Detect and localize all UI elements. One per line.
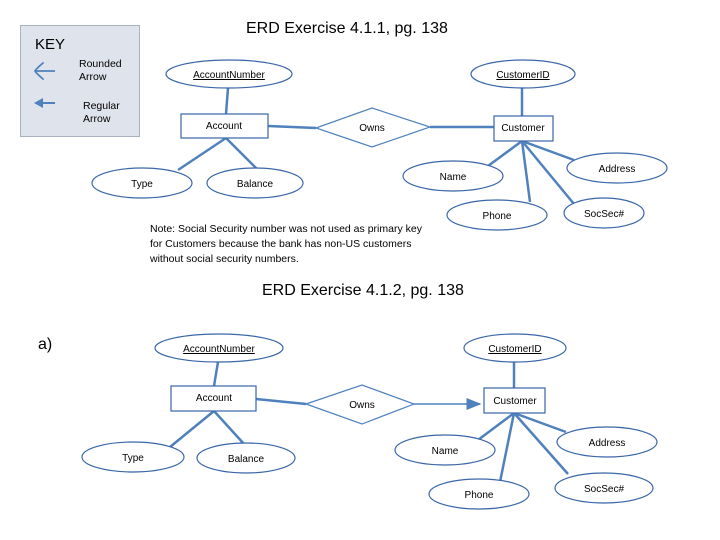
connector2-accountnumber-account bbox=[212, 361, 220, 387]
attribute-balance: Balance bbox=[206, 167, 304, 199]
attribute2-balance: Balance bbox=[196, 442, 296, 474]
attribute-accountnumber-label: AccountNumber bbox=[193, 70, 265, 81]
entity2-account-label: Account bbox=[196, 393, 232, 404]
attribute-type: Type bbox=[91, 167, 193, 199]
connector-customer-socsec bbox=[521, 140, 575, 205]
connector2-customer-socsec bbox=[513, 412, 569, 475]
attribute2-customerid-label: CustomerID bbox=[488, 344, 541, 355]
entity-account-label: Account bbox=[206, 121, 242, 132]
attribute2-type-label: Type bbox=[122, 453, 144, 464]
diagram-2-title: ERD Exercise 4.1.2, pg. 138 bbox=[262, 282, 464, 299]
connector2-customer-address bbox=[513, 411, 567, 434]
connector2-customer-name bbox=[477, 412, 515, 441]
rounded-arrow-icon bbox=[33, 62, 55, 80]
key-icons bbox=[33, 62, 55, 108]
attribute2-phone: Phone bbox=[428, 478, 530, 510]
regular-arrow-icon bbox=[34, 98, 55, 108]
attribute2-name-label: Name bbox=[432, 446, 459, 457]
attribute-address: Address bbox=[566, 152, 668, 184]
relationship-owns-label: Owns bbox=[359, 123, 385, 134]
attribute-type-label: Type bbox=[131, 179, 153, 190]
attribute2-accountnumber-label: AccountNumber bbox=[183, 344, 255, 355]
relationship2-owns: Owns bbox=[304, 384, 416, 425]
attribute-customerid: CustomerID bbox=[470, 59, 576, 89]
connector-account-balance bbox=[225, 137, 259, 171]
attribute-name: Name bbox=[402, 160, 504, 192]
attribute-socsec: SocSec# bbox=[563, 197, 645, 229]
part-label: a) bbox=[38, 336, 53, 353]
relationship-owns: Owns bbox=[314, 107, 432, 148]
attribute2-accountnumber: AccountNumber bbox=[154, 333, 284, 363]
key-box: KEY Rounded Arrow Regular Arrow bbox=[20, 25, 140, 137]
attribute-accountnumber: AccountNumber bbox=[165, 59, 293, 89]
connector-customer-name bbox=[487, 139, 523, 168]
attribute-name-label: Name bbox=[440, 172, 467, 183]
diagram-2: Account Customer Owns AccountNumber Type… bbox=[81, 333, 658, 510]
attribute2-socsec-label: SocSec# bbox=[584, 484, 624, 495]
key-label-regular-arrow: Regular Arrow bbox=[83, 100, 120, 125]
key-label-rounded-arrow: Rounded Arrow bbox=[79, 58, 122, 83]
entity2-customer: Customer bbox=[483, 387, 546, 414]
attribute2-customerid: CustomerID bbox=[463, 333, 567, 363]
entity2-account: Account bbox=[170, 385, 257, 412]
attribute-socsec-label: SocSec# bbox=[584, 209, 624, 220]
connector2-account-balance bbox=[213, 410, 245, 445]
connector2-customer-phone bbox=[498, 412, 516, 483]
entity2-customer-label: Customer bbox=[493, 396, 537, 407]
connector2-account-owns bbox=[255, 397, 307, 406]
attribute2-balance-label: Balance bbox=[228, 454, 265, 465]
connector-accountnumber-account bbox=[224, 87, 230, 115]
entity-account: Account bbox=[180, 113, 269, 139]
attribute2-name: Name bbox=[394, 434, 496, 466]
connector2-account-type bbox=[169, 410, 215, 448]
attribute2-address-label: Address bbox=[589, 438, 626, 449]
connector-customer-phone bbox=[520, 140, 532, 203]
attribute-phone: Phone bbox=[446, 199, 548, 231]
attribute-customerid-label: CustomerID bbox=[496, 70, 549, 81]
attribute-address-label: Address bbox=[599, 164, 636, 175]
diagram-1: Account Customer Owns AccountNumber Type… bbox=[91, 59, 668, 231]
entity-customer: Customer bbox=[493, 115, 554, 142]
entity-customer-label: Customer bbox=[501, 123, 545, 134]
relationship2-owns-label: Owns bbox=[349, 400, 375, 411]
connector-account-type bbox=[177, 136, 227, 172]
note-text: Note: Social Security number was not use… bbox=[150, 223, 422, 265]
attribute2-address: Address bbox=[556, 426, 658, 458]
diagram-1-title: ERD Exercise 4.1.1, pg. 138 bbox=[246, 20, 448, 37]
attribute2-socsec: SocSec# bbox=[554, 472, 654, 504]
connector-customer-address bbox=[521, 139, 575, 162]
attribute-phone-label: Phone bbox=[483, 211, 512, 222]
connector-account-owns bbox=[267, 124, 317, 130]
attribute2-phone-label: Phone bbox=[465, 490, 494, 501]
key-title: KEY bbox=[35, 36, 66, 53]
attribute-balance-label: Balance bbox=[237, 179, 274, 190]
attribute2-type: Type bbox=[81, 441, 185, 473]
